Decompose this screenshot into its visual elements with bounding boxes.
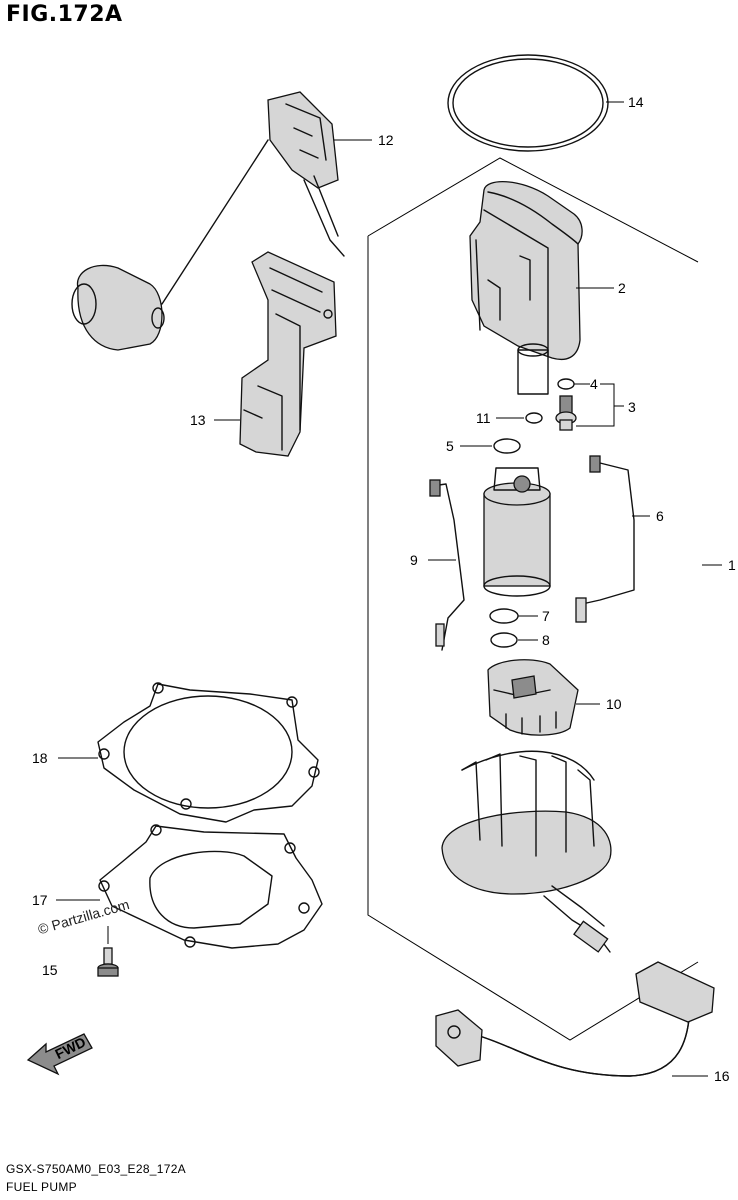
callout-18: 18 [32, 750, 48, 766]
part-bolt[interactable] [97, 947, 119, 977]
part-wire-9[interactable] [429, 479, 465, 651]
callout-8: 8 [542, 632, 550, 648]
figure-title: FIG.172A [6, 2, 123, 27]
callout-1: 1 [728, 557, 736, 573]
callout-labels: 1 2 3 4 5 6 7 8 9 10 11 12 13 14 15 16 1… [32, 94, 736, 1084]
diagram-caption: FUEL PUMP [6, 1180, 77, 1194]
part-seal-8[interactable] [490, 632, 518, 648]
callout-3: 3 [628, 399, 636, 415]
callout-4: 4 [590, 376, 598, 392]
part-retaining-plate[interactable] [98, 824, 323, 949]
part-seal-7[interactable] [489, 608, 519, 624]
part-fuel-pump-motor[interactable] [483, 467, 551, 597]
callout-17: 17 [32, 892, 48, 908]
part-bracket[interactable] [239, 251, 337, 457]
callout-5: 5 [446, 438, 454, 454]
callout-12: 12 [378, 132, 394, 148]
callout-13: 13 [190, 412, 206, 428]
part-wire-6[interactable] [575, 455, 635, 623]
callout-6: 6 [656, 508, 664, 524]
part-o-ring-5[interactable] [493, 438, 521, 454]
part-fuel-level-gauge[interactable] [71, 91, 345, 351]
part-gasket[interactable] [97, 682, 320, 823]
part-pump-case[interactable] [469, 180, 583, 395]
assembly-outline [367, 157, 699, 1041]
callout-10: 10 [606, 696, 622, 712]
part-pressure-regulator[interactable] [555, 395, 577, 431]
fwd-arrow: FWD [26, 1033, 93, 1076]
callout-2: 2 [618, 280, 626, 296]
leader-lines [56, 101, 722, 1077]
part-o-ring-small-4[interactable] [557, 378, 575, 390]
diagram-code: GSX-S750AM0_E03_E28_172A [6, 1162, 186, 1176]
part-o-ring-small-11[interactable] [525, 412, 543, 424]
callout-16: 16 [714, 1068, 730, 1084]
callout-9: 9 [410, 552, 418, 568]
part-filter-cover[interactable] [487, 659, 579, 736]
part-fuel-hose[interactable] [435, 961, 715, 1077]
callout-14: 14 [628, 94, 644, 110]
callout-11: 11 [476, 410, 491, 426]
part-pump-base-flange[interactable] [441, 750, 612, 953]
callout-15: 15 [42, 962, 58, 978]
callout-7: 7 [542, 608, 550, 624]
part-o-ring-large[interactable] [447, 54, 609, 152]
